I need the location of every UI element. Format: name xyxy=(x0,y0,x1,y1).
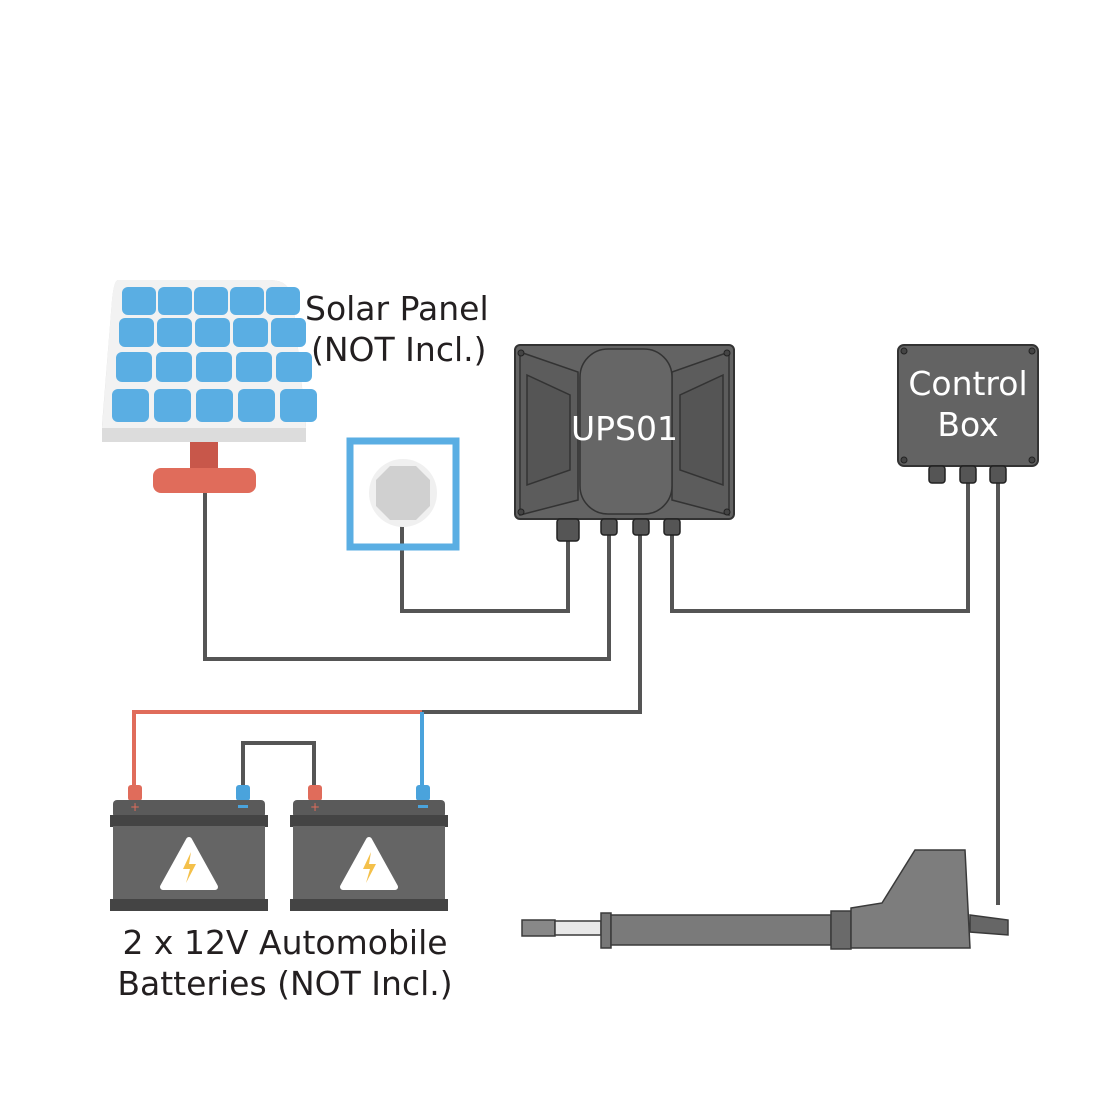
control-box-label-line2: Box xyxy=(937,405,999,444)
svg-text:+: + xyxy=(310,800,320,814)
outlet-wire xyxy=(400,520,570,613)
solar-panel-label-line2: (NOT Incl.) xyxy=(311,330,487,369)
solar-cell xyxy=(119,318,154,347)
solar-cell xyxy=(196,389,233,422)
battery-main-wire xyxy=(422,530,642,714)
control-box-wire xyxy=(670,480,970,613)
lightning-warning-icon xyxy=(160,837,218,890)
wall-outlet-icon xyxy=(346,437,460,551)
linear-actuator-icon xyxy=(521,849,1009,950)
control-box-label: Control Box xyxy=(898,363,1038,445)
ups-box-icon xyxy=(514,344,735,542)
svg-text:+: + xyxy=(130,800,140,814)
solar-cell xyxy=(196,352,232,382)
wires xyxy=(203,480,1000,905)
solar-cell xyxy=(156,352,192,382)
lightning-warning-icon xyxy=(340,837,398,890)
solar-cell xyxy=(195,318,230,347)
solar-panel-label: Solar Panel (NOT Incl.) xyxy=(305,288,489,370)
batteries-label-line2: Batteries (NOT Incl.) xyxy=(117,964,453,1003)
batteries-label: 2 x 12V Automobile Batteries (NOT Incl.) xyxy=(100,922,470,1004)
battery-icon: + xyxy=(290,785,448,911)
control-box-label-line1: Control xyxy=(908,364,1028,403)
batteries-label-line1: 2 x 12V Automobile xyxy=(122,923,448,962)
solar-cell xyxy=(236,352,272,382)
solar-cell xyxy=(266,287,300,315)
solar-panel-icon xyxy=(102,280,317,493)
solar-cell xyxy=(230,287,264,315)
solar-cell xyxy=(122,287,156,315)
solar-cell xyxy=(154,389,191,422)
solar-cell xyxy=(271,318,306,347)
control-box-icon xyxy=(897,344,1039,484)
ups-label: UPS01 xyxy=(571,409,678,448)
battery-link-wire xyxy=(241,741,316,790)
solar-cell xyxy=(280,389,317,422)
positive-wire xyxy=(132,710,422,790)
solar-cell xyxy=(112,389,149,422)
battery-icon: + xyxy=(110,785,268,911)
solar-cell xyxy=(276,352,312,382)
solar-cell xyxy=(238,389,275,422)
solar-cell xyxy=(233,318,268,347)
solar-panel-label-line1: Solar Panel xyxy=(305,289,489,328)
solar-wire xyxy=(203,490,611,661)
solar-cell xyxy=(158,287,192,315)
solar-cell xyxy=(194,287,228,315)
solar-cell xyxy=(116,352,152,382)
solar-cell xyxy=(157,318,192,347)
